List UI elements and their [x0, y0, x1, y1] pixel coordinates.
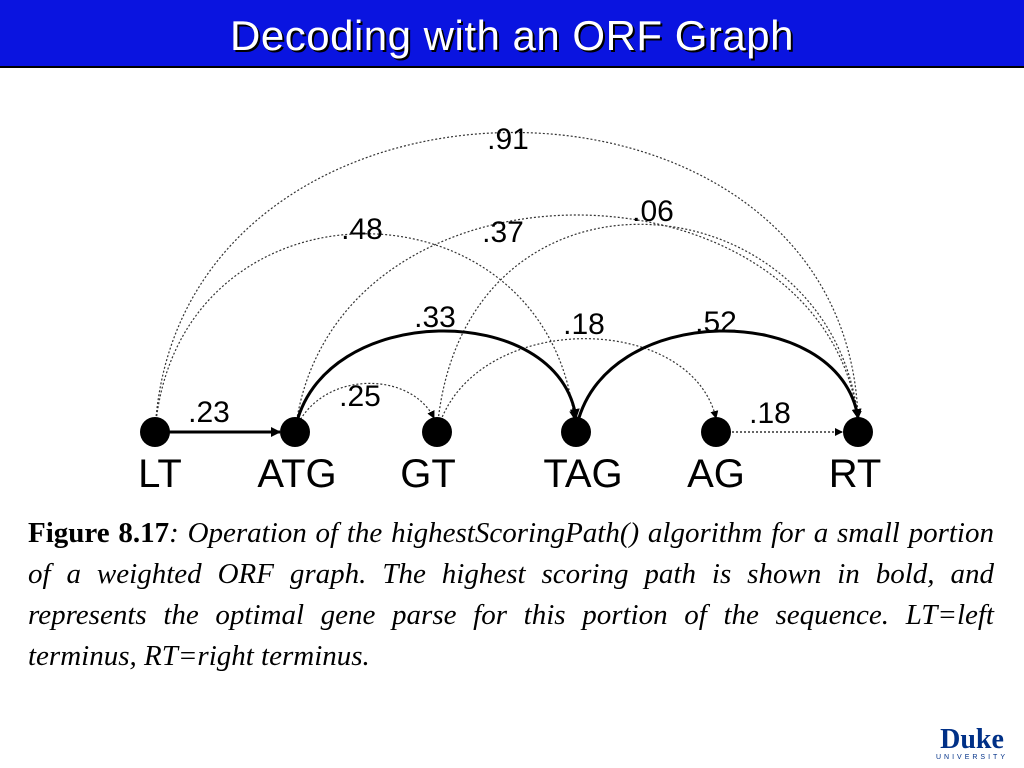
logo-name: Duke	[940, 724, 1004, 755]
edge-lt-tag	[154, 233, 578, 433]
title-bar: Decoding with an ORF Graph	[0, 0, 1024, 68]
duke-logo: Duke UNIVERSITY	[932, 724, 1012, 762]
weight-lt-tag: .48	[341, 213, 383, 246]
node-ag	[701, 417, 731, 447]
node-tag	[561, 417, 591, 447]
slide-title: Decoding with an ORF Graph	[230, 12, 794, 59]
weight-lt-atg: .23	[188, 396, 230, 429]
caption-text: : Operation of the highestScoringPath() …	[28, 517, 994, 672]
node-label-lt: LT	[138, 452, 182, 496]
edge-tag-rt	[574, 329, 862, 431]
logo-subtitle: UNIVERSITY	[935, 754, 1008, 761]
node-label-gt: GT	[400, 452, 456, 496]
weight-ag-rt: .18	[749, 397, 791, 430]
weight-atg-gt: .25	[339, 380, 381, 413]
weight-lt-rt: .91	[487, 123, 529, 156]
weight-gt-ag: .18	[563, 308, 605, 341]
node-lt	[140, 417, 170, 447]
node-atg	[280, 417, 310, 447]
weight-tag-rt: .52	[695, 306, 737, 339]
edge-atg-rt	[294, 214, 861, 433]
edge-atg-tag	[293, 329, 580, 431]
edge-atg-gt	[294, 382, 435, 431]
weight-atg-rt: .37	[482, 216, 524, 249]
node-gt	[422, 417, 452, 447]
node-label-atg: ATG	[257, 452, 336, 496]
figure-label: Figure 8.17	[28, 517, 170, 549]
edge-gt-rt	[436, 223, 862, 433]
node-label-ag: AG	[687, 452, 745, 496]
node-label-rt: RT	[829, 452, 882, 496]
edge-lt-rt	[154, 131, 862, 433]
figure-caption: Figure 8.17: Operation of the highestSco…	[28, 513, 994, 677]
weight-gt-rt: .06	[632, 195, 674, 228]
node-rt	[843, 417, 873, 447]
node-label-tag: TAG	[543, 452, 622, 496]
edge-gt-ag	[436, 338, 719, 433]
weight-atg-tag: .33	[414, 301, 456, 334]
orf-graph: LT ATG GT TAG AG RT .23 .25 .33 .18 .52 …	[138, 123, 882, 496]
